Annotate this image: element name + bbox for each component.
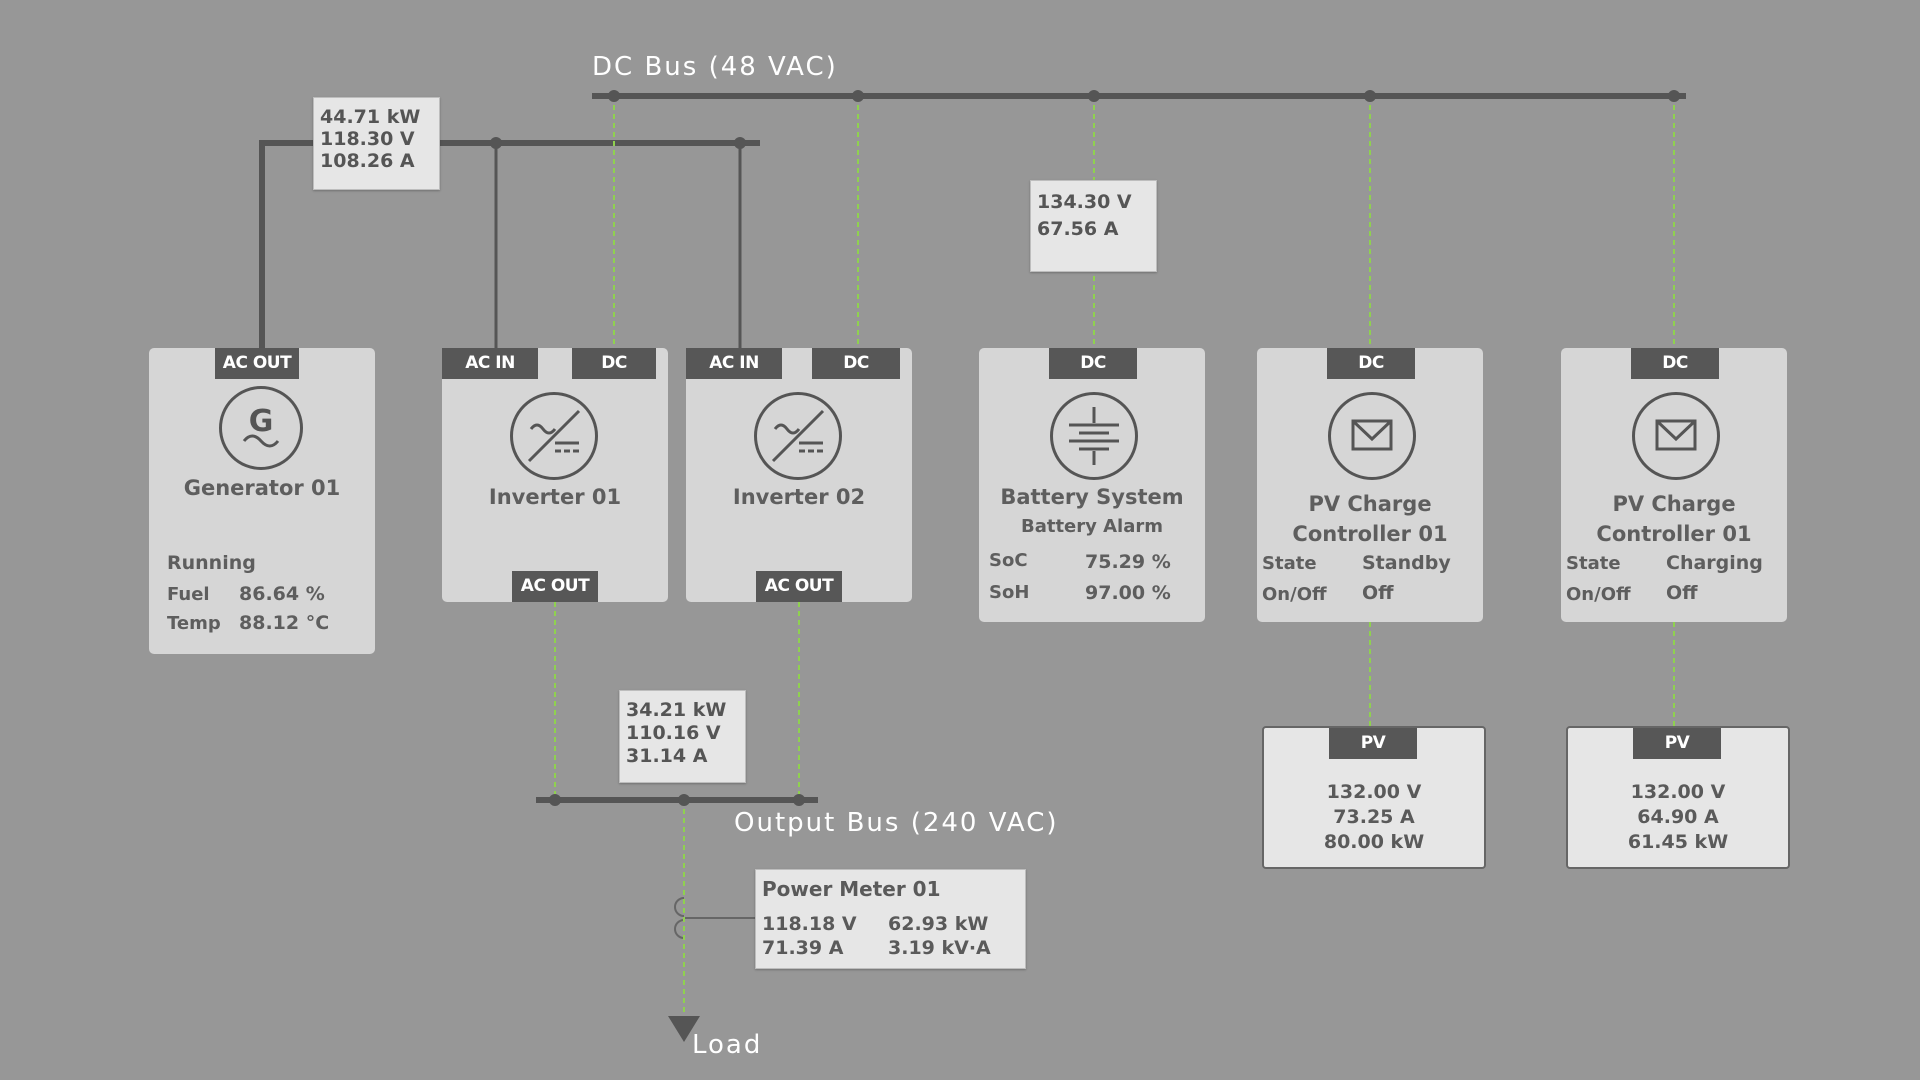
- generator-temp-label: Temp: [167, 613, 221, 634]
- generator-ac-out-port[interactable]: AC OUT: [215, 348, 299, 379]
- generator-fuel-label: Fuel: [167, 584, 210, 605]
- generator-name: Generator 01: [183, 476, 341, 500]
- load-arrow-icon: [668, 1016, 700, 1042]
- pv2-voltage: 132.00 V: [1630, 781, 1726, 803]
- pv2-current: 64.90 A: [1637, 806, 1719, 828]
- pv-charge-controller-2-card[interactable]: DC PV Charge Controller 01 State Chargin…: [1561, 348, 1787, 622]
- pvcc1-dc-port[interactable]: DC: [1327, 348, 1415, 379]
- load-label: Load: [692, 1030, 763, 1060]
- pv1-power: 80.00 kW: [1323, 831, 1425, 853]
- battery-soh-value: 97.00 %: [1085, 582, 1171, 604]
- pvcc2-dc-port[interactable]: DC: [1631, 348, 1719, 379]
- inverter-icon: [754, 392, 842, 480]
- output-line-readout[interactable]: 34.21 kW 110.16 V 31.14 A: [619, 690, 746, 783]
- pv-charge-controller-1-card[interactable]: DC PV Charge Controller 01 State Standby…: [1257, 348, 1483, 622]
- inverter-02-dc-port[interactable]: DC: [812, 348, 900, 379]
- power-meter-card[interactable]: Power Meter 01 118.18 V 71.39 A 62.93 kW…: [755, 869, 1026, 969]
- battery-icon: [1050, 392, 1138, 480]
- pv1-current: 73.25 A: [1333, 806, 1415, 828]
- inverter-02-ac-in-port[interactable]: AC IN: [686, 348, 782, 379]
- inverter-01-dc-port[interactable]: DC: [572, 348, 656, 379]
- inverter-01-ac-out-port[interactable]: AC OUT: [512, 571, 598, 602]
- battery-soc-value: 75.29 %: [1085, 551, 1171, 573]
- pv-array-1-card[interactable]: PV 132.00 V 73.25 A 80.00 kW: [1262, 726, 1486, 869]
- readout-current: 67.56 A: [1037, 218, 1119, 240]
- battery-name: Battery System: [1000, 485, 1184, 509]
- power-meter-current: 71.39 A: [762, 937, 844, 959]
- pvcc2-name-line2: Controller 01: [1596, 522, 1752, 546]
- readout-power: 34.21 kW: [626, 699, 727, 721]
- pv2-power: 61.45 kW: [1627, 831, 1729, 853]
- inverter-01-name: Inverter 01: [488, 485, 622, 509]
- pvcc1-state-label: State: [1262, 553, 1317, 574]
- battery-alarm: Battery Alarm: [1020, 516, 1164, 537]
- inverter-01-ac-in-port[interactable]: AC IN: [442, 348, 538, 379]
- pvcc2-onoff-label: On/Off: [1566, 584, 1631, 605]
- generator-card[interactable]: AC OUT G Generator 01 Running Fuel 86.64…: [149, 348, 375, 654]
- power-meter-voltage: 118.18 V: [762, 913, 857, 935]
- meter-ct-loop-2: [674, 919, 685, 939]
- pvcc1-onoff-label: On/Off: [1262, 584, 1327, 605]
- inverter-02-name: Inverter 02: [732, 485, 866, 509]
- svg-text:G: G: [249, 404, 274, 439]
- dc-bus-label: DC Bus (48 VAC): [592, 52, 838, 82]
- generator-ac-line: [259, 140, 760, 348]
- pv-array-2-card[interactable]: PV 132.00 V 64.90 A 61.45 kW: [1566, 726, 1790, 869]
- battery-soc-label: SoC: [989, 550, 1028, 571]
- pvcc2-state-value: Charging: [1666, 552, 1763, 574]
- readout-voltage: 118.30 V: [320, 128, 415, 150]
- readout-power: 44.71 kW: [320, 106, 421, 128]
- generator-line-readout[interactable]: 44.71 kW 118.30 V 108.26 A: [313, 97, 440, 190]
- pvcc1-name-line2: Controller 01: [1292, 522, 1448, 546]
- inverter-02-ac-out-port[interactable]: AC OUT: [756, 571, 842, 602]
- pvcc2-onoff-value: Off: [1666, 582, 1698, 604]
- inverter-01-card[interactable]: AC IN DC Inverter 01 AC OUT: [442, 348, 668, 602]
- generator-temp-value: 88.12 °C: [239, 612, 330, 634]
- generator-fuel-value: 86.64 %: [239, 583, 325, 605]
- pvcc1-name-line1: PV Charge: [1308, 492, 1432, 516]
- battery-dc-port[interactable]: DC: [1049, 348, 1137, 379]
- pvcc2-state-label: State: [1566, 553, 1621, 574]
- generator-status: Running: [167, 552, 256, 574]
- inverter-icon: [510, 392, 598, 480]
- pv-array-1-port[interactable]: PV: [1329, 728, 1417, 759]
- readout-voltage: 134.30 V: [1037, 191, 1132, 213]
- charge-controller-icon: [1328, 392, 1416, 480]
- readout-current: 31.14 A: [626, 745, 708, 767]
- pvcc2-name-line1: PV Charge: [1612, 492, 1736, 516]
- generator-icon: G: [219, 386, 303, 470]
- inverter-02-card[interactable]: AC IN DC Inverter 02 AC OUT: [686, 348, 912, 602]
- power-meter-apparent-power: 3.19 kV·A: [888, 937, 991, 959]
- pvcc1-state-value: Standby: [1362, 552, 1451, 574]
- pv-array-2-port[interactable]: PV: [1633, 728, 1721, 759]
- readout-current: 108.26 A: [320, 150, 415, 172]
- readout-voltage: 110.16 V: [626, 722, 721, 744]
- charge-controller-icon: [1632, 392, 1720, 480]
- battery-card[interactable]: DC Battery System Battery Alarm SoC 75.2…: [979, 348, 1205, 622]
- output-bus-label: Output Bus (240 VAC): [734, 808, 1059, 838]
- pvcc1-onoff-value: Off: [1362, 582, 1394, 604]
- power-meter-name: Power Meter 01: [762, 877, 941, 901]
- meter-ct-loop-1: [674, 897, 685, 917]
- battery-line-readout[interactable]: 134.30 V 67.56 A: [1030, 180, 1157, 272]
- pv1-voltage: 132.00 V: [1326, 781, 1422, 803]
- power-meter-power: 62.93 kW: [888, 913, 989, 935]
- battery-soh-label: SoH: [989, 582, 1030, 603]
